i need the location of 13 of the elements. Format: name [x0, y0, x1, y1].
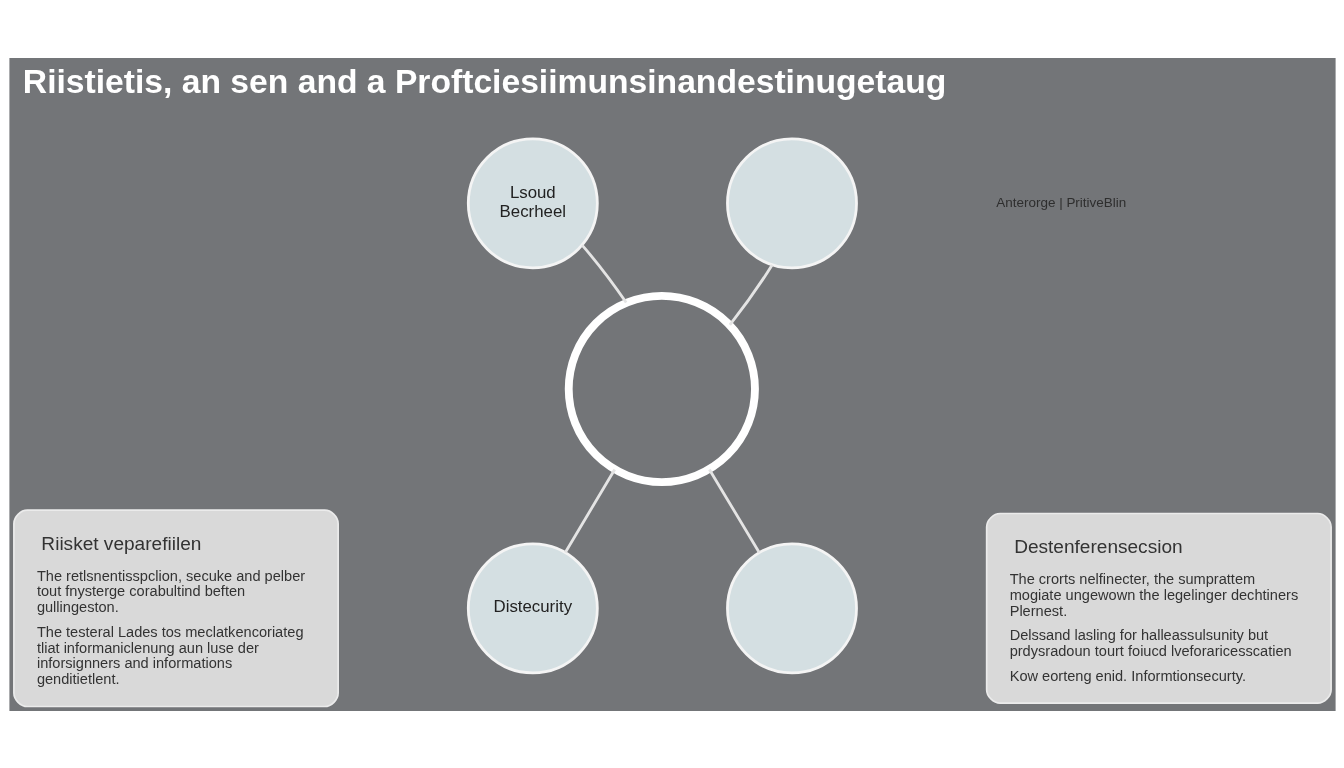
- node-circle: [725, 541, 858, 674]
- connector: [580, 243, 627, 303]
- connector: [728, 263, 773, 326]
- node-circle: [725, 136, 858, 269]
- node-circle: Lsoud Becrheel: [466, 136, 599, 269]
- node-box: Riisket veparefiilen The retlsnentisspclion, secuke and pelber tout fnysterge corabultind beften gullingeston. The testeral Lades tos meclatkencoriateg tliat informaniclenung aun luse der inforsignners and informations genditietlent.: [12, 508, 339, 707]
- connector: [563, 468, 616, 553]
- node-circle: [564, 291, 759, 486]
- node-box: Destenferensecsion The crorts nelfinecter, the sumprattem mogiate ungewown the legelinger dechtiners Plernest. Delssand lasling for halleassulsunity but prdysradoun tourt foiucd lveforaricesscatien Kow eorteng enid. Informtionsecurty.: [985, 512, 1332, 704]
- label: Anterorge | PritiveBlin: [995, 194, 1126, 210]
- node-circle: Distecurity: [466, 541, 599, 674]
- diagram-title: Riistietis, an sen and a Proftciesiimunsinandestinugetaug: [22, 62, 946, 100]
- connector: [707, 468, 760, 553]
